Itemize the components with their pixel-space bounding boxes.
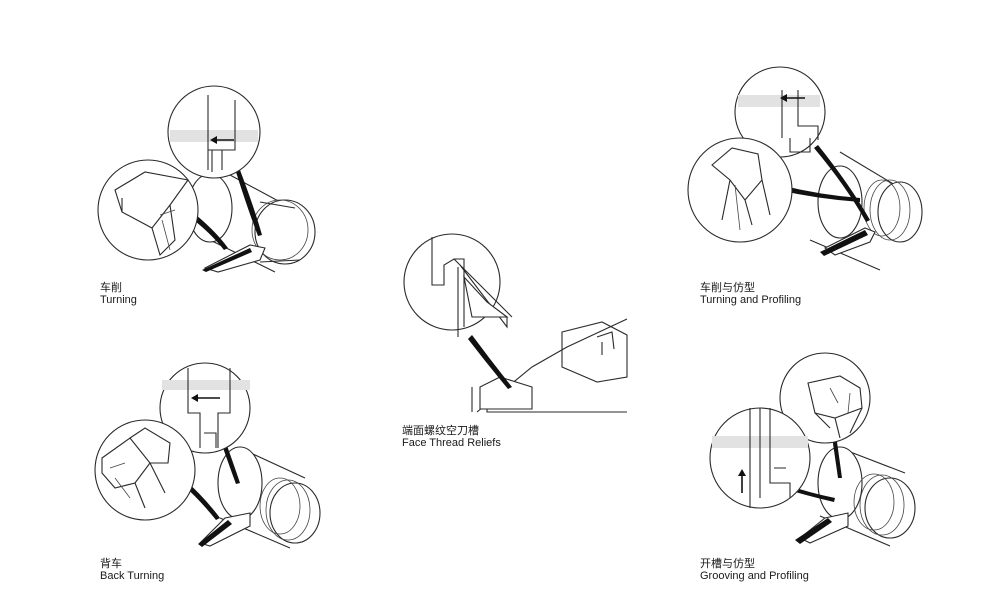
caption-cn: 车削 (100, 281, 122, 294)
face-thread-reliefs-illustration (403, 233, 628, 413)
caption-back-turning: 背车 Back Turning (100, 557, 165, 583)
turning-illustration (97, 85, 316, 273)
caption-en: Turning (100, 294, 137, 306)
caption-turning-profiling: 车削与仿型 Turning and Profiling (700, 281, 802, 307)
caption-en: Turning and Profiling (700, 294, 802, 306)
arrow-left-icon (780, 94, 805, 102)
caption-en: Face Thread Reliefs (402, 437, 501, 449)
caption-face-thread-reliefs: 端面螺纹空刀槽 Face Thread Reliefs (402, 424, 501, 450)
caption-cn: 背车 (100, 557, 122, 570)
panel-grooving-profiling: 开槽与仿型 Grooving and Profiling (690, 352, 930, 588)
caption-en: Grooving and Profiling (700, 570, 809, 582)
arrow-left-icon (191, 394, 220, 402)
grooving-profiling-illustration (709, 352, 916, 547)
caption-turning: 车削 Turning (100, 281, 137, 307)
panel-face-thread-reliefs: 端面螺纹空刀槽 Face Thread Reliefs (392, 233, 632, 452)
panel-back-turning: 背车 Back Turning (90, 362, 330, 588)
panel-turning-profiling: 车削与仿型 Turning and Profiling (687, 66, 930, 310)
caption-cn: 端面螺纹空刀槽 (402, 424, 479, 437)
arrow-up-icon (738, 469, 746, 493)
caption-cn: 开槽与仿型 (700, 557, 755, 570)
back-turning-illustration (94, 362, 321, 549)
panel-turning: 车削 Turning (90, 85, 330, 310)
caption-cn: 车削与仿型 (700, 281, 755, 294)
caption-grooving-profiling: 开槽与仿型 Grooving and Profiling (700, 557, 809, 583)
turning-profiling-illustration (687, 66, 923, 271)
caption-en: Back Turning (100, 570, 165, 582)
arrow-left-icon (210, 136, 234, 144)
